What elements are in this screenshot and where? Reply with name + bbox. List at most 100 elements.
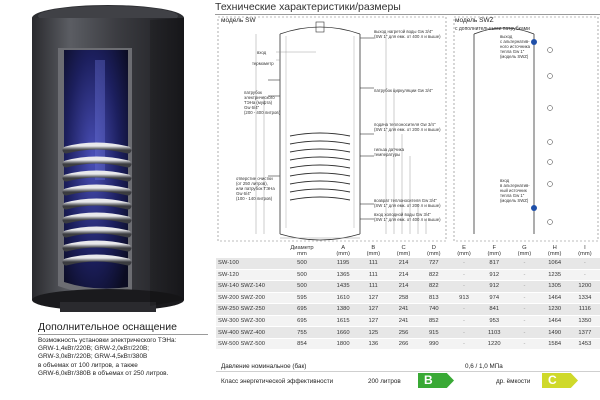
extras-line: Возможность установки электрического ТЭН… (38, 337, 177, 344)
value-cell: 913 (448, 291, 480, 304)
value-cell: 727 (418, 257, 449, 270)
table-header-cell: D (mm) (418, 245, 449, 258)
value-cell: 125 (358, 326, 389, 339)
value-cell: - (509, 291, 540, 304)
callout-line: (200 - 400 литров) (244, 110, 281, 115)
tank-top (279, 26, 361, 35)
energy-class-badge-b: B (418, 373, 454, 388)
value-cell: 854 (276, 337, 329, 350)
value-cell: 111 (358, 268, 389, 281)
value-cell: - (448, 337, 480, 350)
value-cell: - (448, 280, 480, 293)
value-cell: 974 (479, 291, 510, 304)
value-cell: 1584 (539, 337, 570, 350)
value-cell: 214 (388, 268, 419, 281)
model-cell: SW-300 SWZ-300 (216, 314, 276, 327)
callout-inlet: вход (257, 50, 266, 55)
callout-alt-outlet: выход с альтернатив- ного источника тепл… (500, 34, 530, 59)
tank-inner (285, 36, 355, 228)
value-cell: 127 (358, 291, 389, 304)
value-cell: - (509, 257, 540, 270)
callout-line: (SW 1" для емк. от 200 л и выше) (374, 203, 441, 208)
value-cell: 1200 (569, 280, 600, 293)
value-cell: 111 (358, 280, 389, 293)
callout-line: или патрубок ТЭНа (236, 186, 275, 191)
model-sw-label: модель SW (221, 17, 256, 24)
model-cell: SW-140 SWZ-140 (216, 280, 276, 293)
dimension-lines (255, 34, 427, 239)
value-cell: 258 (388, 291, 419, 304)
callout-line: (от 250 литров), (236, 181, 268, 186)
callout-line: (модель SWZ) (500, 54, 529, 59)
heat-exchanger-coil (289, 132, 351, 201)
header-unit: (mm) (547, 251, 562, 257)
header-unit: (mm) (487, 251, 501, 257)
value-cell: 1103 (479, 326, 510, 339)
table-header-cell: I (mm) (569, 245, 600, 258)
callout-line: патрубок циркуляции Gw 3/4" (374, 88, 433, 93)
header-name: A (341, 245, 346, 251)
swz-frame (453, 16, 599, 242)
extras-line: в объемах от 100 литров, а также (38, 361, 138, 369)
value-cell: 1660 (328, 326, 359, 339)
value-cell: 127 (358, 303, 389, 316)
model-cell: SW-100 (216, 257, 276, 270)
specs-table: Диаметр mm A (mm) B (mm) C (mm) D (mm) E… (216, 245, 600, 350)
tank-walls (279, 34, 361, 234)
title-divider (215, 14, 600, 15)
callout-thermometer: термометр (252, 61, 274, 66)
value-cell: 1380 (328, 303, 359, 316)
swz-connections (531, 39, 553, 225)
value-cell: - (569, 268, 600, 281)
standby-label: др. ёмкости (496, 378, 531, 385)
boiler-photo (0, 0, 212, 315)
value-cell: 912 (479, 280, 510, 293)
callout-heater-port: патрубок электрического ТЭНа (муфта) Gw … (244, 90, 280, 115)
callout-line: ный источник (500, 188, 527, 193)
value-cell: 1116 (569, 303, 600, 316)
value-cell: 1230 (539, 303, 570, 316)
value-cell: 214 (388, 280, 419, 293)
callout-line: (SW 1" для емк. от 200 л и выше) (374, 127, 441, 132)
table-header-cell: H (mm) (539, 245, 570, 258)
value-cell: - (569, 257, 600, 270)
value-cell: 1334 (569, 291, 600, 304)
leader-lines (276, 37, 372, 177)
value-cell: - (448, 303, 480, 316)
extras-title: Дополнительное оснащение (38, 321, 208, 335)
value-cell: - (509, 280, 540, 293)
value-cell: - (509, 303, 540, 316)
value-cell: 241 (388, 314, 419, 327)
header-name: D (431, 245, 436, 251)
value-cell: 500 (276, 268, 329, 281)
callout-line: отверстие очистки (236, 176, 273, 181)
value-cell: 695 (276, 303, 329, 316)
value-cell: 266 (388, 337, 419, 350)
model-swz-sublabel: с дополнительными патрубками (455, 26, 530, 32)
header-unit: (mm) (396, 251, 411, 257)
value-cell: 755 (276, 326, 329, 339)
callout-supply: подача теплоносителя Gw 3/4" (SW 1" для … (374, 122, 441, 132)
header-unit: (mm) (366, 251, 381, 257)
value-cell: 1365 (328, 268, 359, 281)
value-cell: 1490 (539, 326, 570, 339)
value-cell: 1464 (539, 314, 570, 327)
callout-line: (модель SWZ) (500, 198, 529, 203)
header-unit: (mm) (457, 251, 471, 257)
table-header-cell: C (mm) (388, 245, 419, 258)
callout-line: (SW 1" для емк. от 400 л и выше) (374, 217, 441, 222)
value-cell: 695 (276, 314, 329, 327)
boiler-cutaway-image (32, 5, 184, 312)
value-cell: - (509, 314, 540, 327)
callout-line: электрического (244, 95, 275, 100)
callout-line: Gw 6/4" (236, 191, 252, 196)
value-cell: 817 (479, 257, 510, 270)
callout-line: вход (500, 178, 510, 183)
callout-line: тепла Gw 1" (500, 193, 525, 198)
model-swz-label: модель SWZ (455, 17, 494, 24)
